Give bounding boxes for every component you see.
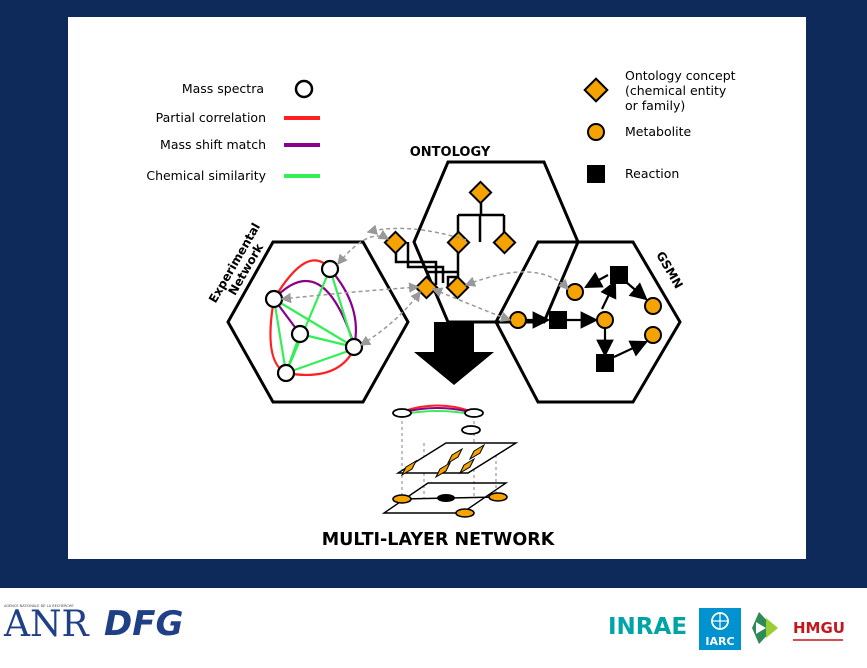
iarc-logo: IARC bbox=[699, 608, 741, 650]
svg-text:INRAE: INRAE bbox=[608, 614, 687, 640]
legend-metabolite-label: Metabolite bbox=[625, 124, 691, 139]
legend-ontology-line2: (chemical entity bbox=[625, 83, 727, 98]
anr-logo: AGENCE NATIONALE DE LA RECHERCHE ANR bbox=[3, 604, 89, 645]
svg-text:DFG: DFG bbox=[104, 604, 183, 644]
legend-partial-correlation-label: Partial correlation bbox=[156, 110, 266, 125]
experimental-edges bbox=[269, 259, 358, 377]
dfg-logo: DFG bbox=[104, 604, 183, 644]
legend-ontology-line3: or family) bbox=[625, 98, 685, 113]
figure-panel: Mass spectra Partial correlation Mass sh… bbox=[68, 17, 806, 559]
legend-mass-shift-label: Mass shift match bbox=[160, 137, 266, 152]
experimental-nodes bbox=[264, 259, 364, 383]
multilayer-network bbox=[381, 404, 519, 518]
inrae-logo: INRAE bbox=[608, 614, 687, 640]
down-arrow bbox=[414, 322, 494, 385]
legend-right: Ontology concept (chemical entity or fam… bbox=[583, 68, 736, 183]
ontology-concepts bbox=[383, 180, 517, 300]
legend-left: Mass spectra Partial correlation Mass sh… bbox=[146, 79, 320, 183]
metabolite-symbol bbox=[587, 123, 605, 141]
legend-ontology-line1: Ontology concept bbox=[625, 68, 736, 83]
mass-spectra-symbol bbox=[294, 79, 314, 99]
svg-text:HMGU: HMGU bbox=[793, 619, 845, 637]
network-diagram: Mass spectra Partial correlation Mass sh… bbox=[146, 68, 736, 550]
ontology-concept-symbol bbox=[583, 77, 609, 103]
footer: AGENCE NATIONALE DE LA RECHERCHE ANR DFG… bbox=[0, 588, 867, 664]
reaction-symbol bbox=[587, 165, 605, 183]
svg-text:IARC: IARC bbox=[705, 635, 734, 648]
ontology-title: ONTOLOGY bbox=[410, 145, 491, 160]
multilayer-title: MULTI-LAYER NETWORK bbox=[322, 530, 556, 550]
legend-mass-spectra-label: Mass spectra bbox=[182, 81, 264, 96]
legend-reaction-label: Reaction bbox=[625, 166, 679, 181]
footer-logos: AGENCE NATIONALE DE LA RECHERCHE ANR DFG… bbox=[3, 604, 845, 650]
legend-chemical-similarity-label: Chemical similarity bbox=[146, 168, 266, 183]
ontology-tree-edges bbox=[394, 195, 506, 287]
svg-text:ANR: ANR bbox=[3, 604, 89, 645]
svg-text:AGENCE NATIONALE DE LA RECHERC: AGENCE NATIONALE DE LA RECHERCHE bbox=[4, 604, 74, 608]
mapping-arrows bbox=[280, 224, 570, 346]
green-diamond-logo bbox=[752, 612, 778, 644]
hmgu-logo: HMGU bbox=[793, 619, 845, 641]
gsmn-nodes bbox=[509, 266, 662, 372]
hexagon-gsmn bbox=[494, 240, 682, 404]
gsmn-edges bbox=[526, 271, 648, 358]
